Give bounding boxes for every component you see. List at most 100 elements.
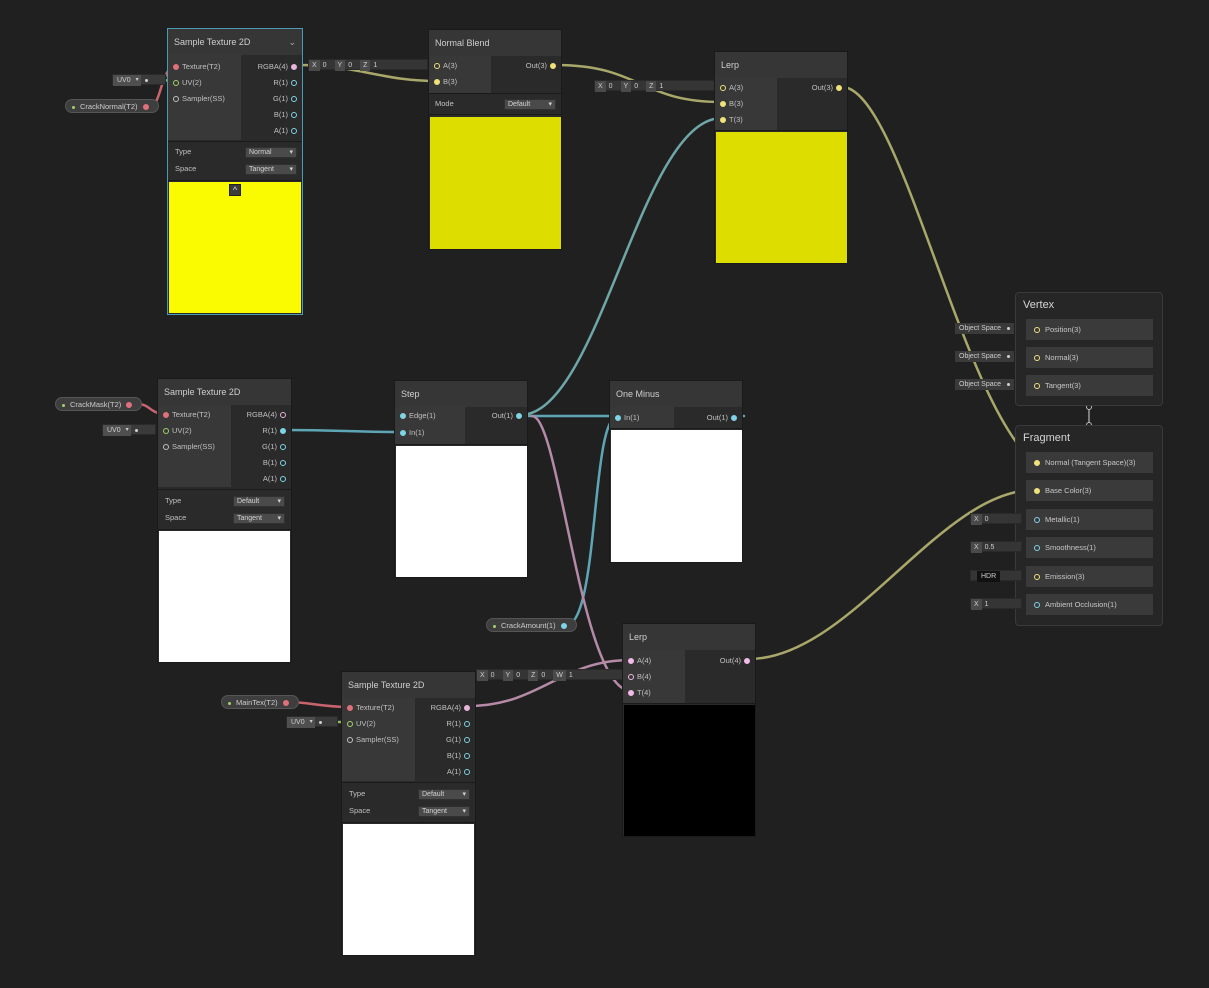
lerp-vector4-node[interactable]: Lerp A(4) B(4) T(4) Out(4)	[622, 623, 756, 837]
port-icon[interactable]	[516, 413, 522, 420]
port-icon[interactable]	[464, 753, 470, 760]
uv-channel-dropdown[interactable]: UV0	[286, 716, 338, 728]
port-icon[interactable]	[1034, 327, 1040, 334]
uv-channel-dropdown[interactable]: UV0	[102, 424, 156, 436]
fragment-metallic-slot[interactable]: Metallic(1)	[1026, 509, 1153, 530]
port-icon[interactable]	[347, 721, 353, 728]
port-icon[interactable]	[1034, 383, 1040, 390]
output-port[interactable]: Out(1)	[707, 411, 740, 425]
input-port[interactable]: Sampler(SS)	[170, 92, 225, 106]
input-port[interactable]: UV(2)	[160, 424, 192, 438]
collapse-preview-icon[interactable]: ^	[229, 184, 241, 196]
maintex-property[interactable]: MainTex(T2)	[221, 695, 299, 709]
output-port-icon[interactable]	[126, 402, 133, 409]
output-port[interactable]: Out(1)	[492, 409, 525, 423]
port-icon[interactable]	[1034, 460, 1040, 467]
port-icon[interactable]	[464, 737, 470, 744]
port-icon[interactable]	[550, 63, 556, 70]
output-port[interactable]: RGBA(4)	[258, 60, 300, 74]
port-icon[interactable]	[1034, 545, 1040, 552]
port-icon[interactable]	[1034, 488, 1040, 495]
port-icon[interactable]	[280, 444, 286, 451]
crack-normal-property[interactable]: CrackNormal(T2)	[65, 99, 159, 113]
output-port-icon[interactable]	[142, 104, 149, 111]
normal-blend-node[interactable]: Normal Blend A(3) B(3) Out(3) Mode Defau…	[428, 29, 562, 250]
port-icon[interactable]	[347, 705, 353, 712]
type-dropdown[interactable]: Default	[418, 789, 470, 800]
port-icon[interactable]	[291, 128, 297, 135]
port-icon[interactable]	[434, 79, 440, 86]
output-port[interactable]: A(1)	[263, 472, 289, 486]
port-icon[interactable]	[1034, 355, 1040, 362]
port-icon[interactable]	[173, 64, 179, 71]
space-dropdown[interactable]: Tangent	[233, 513, 285, 524]
object-space-dropdown[interactable]: Object Space	[955, 323, 1015, 334]
input-port[interactable]: A(3)	[431, 59, 457, 73]
port-icon[interactable]	[163, 412, 169, 419]
input-port[interactable]: B(3)	[431, 75, 457, 89]
output-port[interactable]: G(1)	[262, 440, 289, 454]
chevron-down-icon[interactable]: ⌄	[288, 37, 296, 47]
lerp-vector3-node[interactable]: Lerp A(3) B(3) T(3) Out(3)	[714, 51, 848, 264]
port-icon[interactable]	[163, 444, 169, 451]
fragment-basecolor-slot[interactable]: Base Color(3)	[1026, 480, 1153, 501]
vertex-context[interactable]: Vertex Position(3) Normal(3) Tangent(3)	[1015, 292, 1163, 406]
object-space-dropdown[interactable]: Object Space	[955, 379, 1015, 390]
step-node[interactable]: Step Edge(1) In(1) Out(1)	[394, 380, 528, 578]
output-port[interactable]: R(1)	[446, 717, 473, 731]
output-port-icon[interactable]	[560, 623, 567, 630]
port-icon[interactable]	[464, 721, 470, 728]
output-port[interactable]: R(1)	[273, 76, 300, 90]
sample-texture-2d-main-node[interactable]: Sample Texture 2D Texture(T2) UV(2) Samp…	[341, 671, 476, 956]
port-icon[interactable]	[836, 85, 842, 92]
port-icon[interactable]	[173, 96, 179, 103]
port-icon[interactable]	[744, 658, 750, 665]
port-icon[interactable]	[291, 64, 297, 71]
output-port[interactable]: R(1)	[262, 424, 289, 438]
port-icon[interactable]	[1034, 517, 1040, 524]
output-port[interactable]: B(1)	[274, 108, 300, 122]
port-icon[interactable]	[280, 428, 286, 435]
output-port[interactable]: B(1)	[263, 456, 289, 470]
type-dropdown[interactable]: Normal	[245, 147, 297, 158]
input-port[interactable]: Sampler(SS)	[160, 440, 215, 454]
input-port[interactable]: T(3)	[717, 113, 743, 127]
input-port[interactable]: Texture(T2)	[160, 408, 210, 422]
vertex-tangent-slot[interactable]: Tangent(3)	[1026, 375, 1153, 396]
output-port[interactable]: B(1)	[447, 749, 473, 763]
output-port[interactable]: G(1)	[446, 733, 473, 747]
port-icon[interactable]	[731, 415, 737, 422]
port-icon[interactable]	[400, 413, 406, 420]
input-port[interactable]: B(4)	[625, 670, 651, 684]
type-dropdown[interactable]: Default	[233, 496, 285, 507]
port-icon[interactable]	[615, 415, 621, 422]
port-icon[interactable]	[280, 412, 286, 419]
uv-channel-dropdown[interactable]: UV0	[112, 74, 166, 86]
input-port[interactable]: B(3)	[717, 97, 743, 111]
port-icon[interactable]	[163, 428, 169, 435]
object-space-dropdown[interactable]: Object Space	[955, 351, 1015, 362]
port-icon[interactable]	[628, 674, 634, 681]
input-port[interactable]: A(4)	[625, 654, 651, 668]
input-port[interactable]: UV(2)	[170, 76, 202, 90]
emission-hdr-input[interactable]: HDR	[970, 570, 1022, 582]
port-icon[interactable]	[347, 737, 353, 744]
output-port[interactable]: RGBA(4)	[431, 701, 473, 715]
sample-texture-2d-mask-node[interactable]: Sample Texture 2D Texture(T2) UV(2) Samp…	[157, 378, 292, 663]
crack-mask-property[interactable]: CrackMask(T2)	[55, 397, 143, 411]
input-port[interactable]: UV(2)	[344, 717, 376, 731]
crack-amount-property[interactable]: CrackAmount(1)	[486, 618, 577, 632]
port-icon[interactable]	[720, 85, 726, 92]
input-port[interactable]: Edge(1)	[397, 409, 436, 423]
sample-texture-2d-normal-node[interactable]: Sample Texture 2D⌄ Texture(T2) UV(2) Sam…	[167, 28, 303, 315]
port-icon[interactable]	[434, 63, 440, 70]
output-port[interactable]: RGBA(4)	[247, 408, 289, 422]
fragment-smoothness-slot[interactable]: Smoothness(1)	[1026, 537, 1153, 558]
port-icon[interactable]	[280, 460, 286, 467]
